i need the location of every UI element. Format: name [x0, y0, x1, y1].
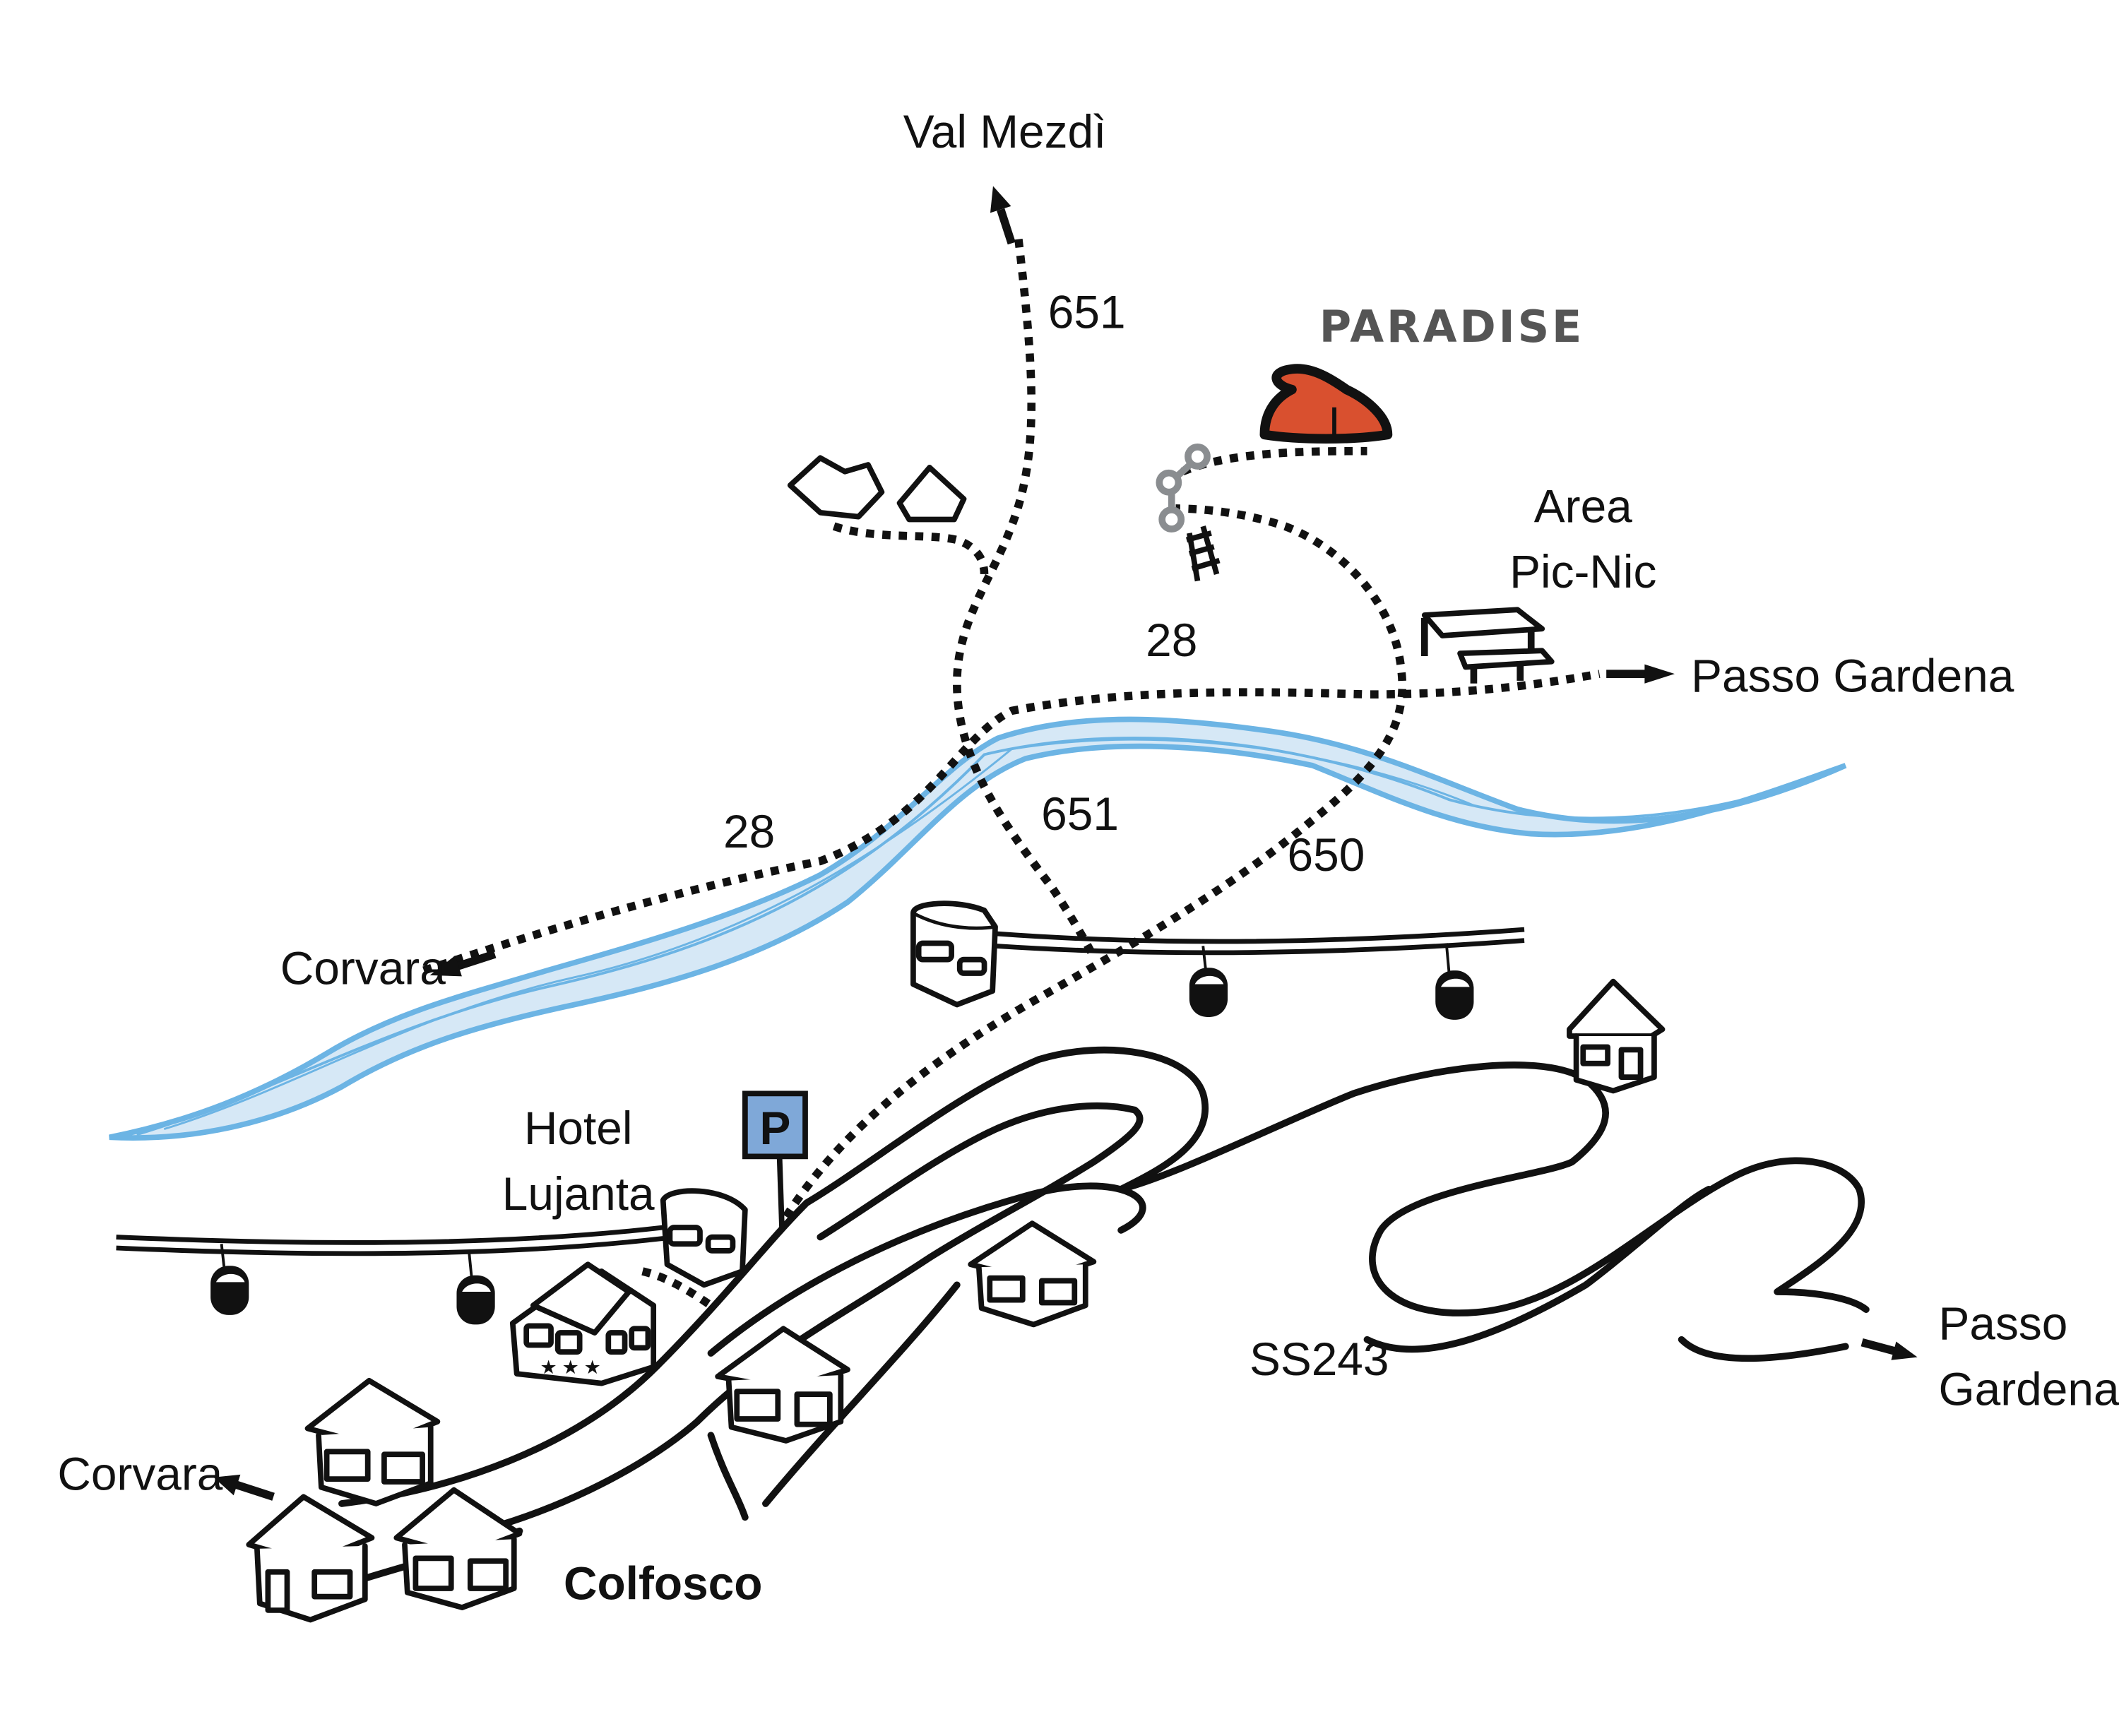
gondola-icon	[1189, 946, 1228, 1017]
river	[109, 716, 1847, 1141]
picnic-table-icon	[1420, 607, 1555, 684]
rock-icon	[787, 455, 967, 523]
cable-car-lower	[116, 1188, 748, 1325]
house-icon	[968, 1220, 1097, 1328]
parking-sign-icon[interactable]: P	[742, 1090, 808, 1231]
trail-650	[783, 504, 1407, 1219]
parking-label: P	[759, 1102, 790, 1154]
ladder-icon	[1185, 525, 1221, 582]
label-paradise[interactable]: PARADISE	[1319, 302, 1585, 352]
cable-car-station-icon	[910, 900, 998, 1008]
arrow-corvara-road	[213, 1474, 275, 1501]
svg-text:★ ★ ★: ★ ★ ★	[540, 1357, 601, 1378]
arrow-val-mezdi	[990, 186, 1016, 245]
label-trail-28-north: 28	[1146, 614, 1197, 666]
cable-car-upper	[910, 900, 1525, 1020]
labels: Val Mezdì 651 PARADISE Area Pic-Nic 28 P…	[57, 105, 2119, 1609]
label-road-ss243: SS243	[1250, 1333, 1389, 1385]
house-icon	[393, 1487, 523, 1610]
label-hotel-1: Hotel	[524, 1102, 633, 1154]
label-corvara-road: Corvara	[57, 1448, 222, 1500]
hotel-icon[interactable]: ★ ★ ★	[509, 1261, 657, 1386]
house-icon	[304, 1377, 441, 1506]
arrow-passo-gardena-trail	[1606, 664, 1675, 684]
label-trail-651-south: 651	[1041, 787, 1119, 840]
label-passo-gardena-trail: Passo Gardena	[1691, 649, 2014, 701]
gondola-icon	[210, 1244, 249, 1315]
cable-car-station-icon	[660, 1188, 748, 1288]
mountain-hut-icon[interactable]	[1259, 364, 1393, 444]
label-passo-gardena-road-1: Passo	[1938, 1297, 2067, 1350]
arrow-corvara-trail	[429, 950, 497, 977]
label-val-mezdi: Val Mezdì	[903, 105, 1107, 157]
label-trail-651-north: 651	[1048, 286, 1126, 338]
trail-651	[953, 239, 1098, 959]
label-colfosco: Colfosco	[564, 1557, 762, 1609]
gondola-icon	[456, 1250, 495, 1325]
label-picnic-1: Area	[1534, 480, 1632, 532]
label-trail-28-west: 28	[723, 805, 775, 857]
label-hotel-2: Lujanta	[502, 1167, 655, 1220]
label-passo-gardena-road-2: Gardena	[1938, 1363, 2119, 1415]
trail-28	[422, 670, 1601, 975]
via-ferrata-icon	[1156, 444, 1211, 533]
label-trail-650: 650	[1288, 828, 1365, 881]
gondola-icon	[1435, 943, 1474, 1020]
direction-arrows	[213, 186, 1918, 1501]
label-corvara-trail: Corvara	[280, 942, 446, 994]
house-icon	[1567, 978, 1666, 1094]
house-icon	[246, 1494, 375, 1623]
arrow-passo-gardena-road	[1860, 1338, 1918, 1360]
house-icon	[715, 1326, 850, 1444]
label-picnic-2: Pic-Nic	[1509, 545, 1656, 598]
